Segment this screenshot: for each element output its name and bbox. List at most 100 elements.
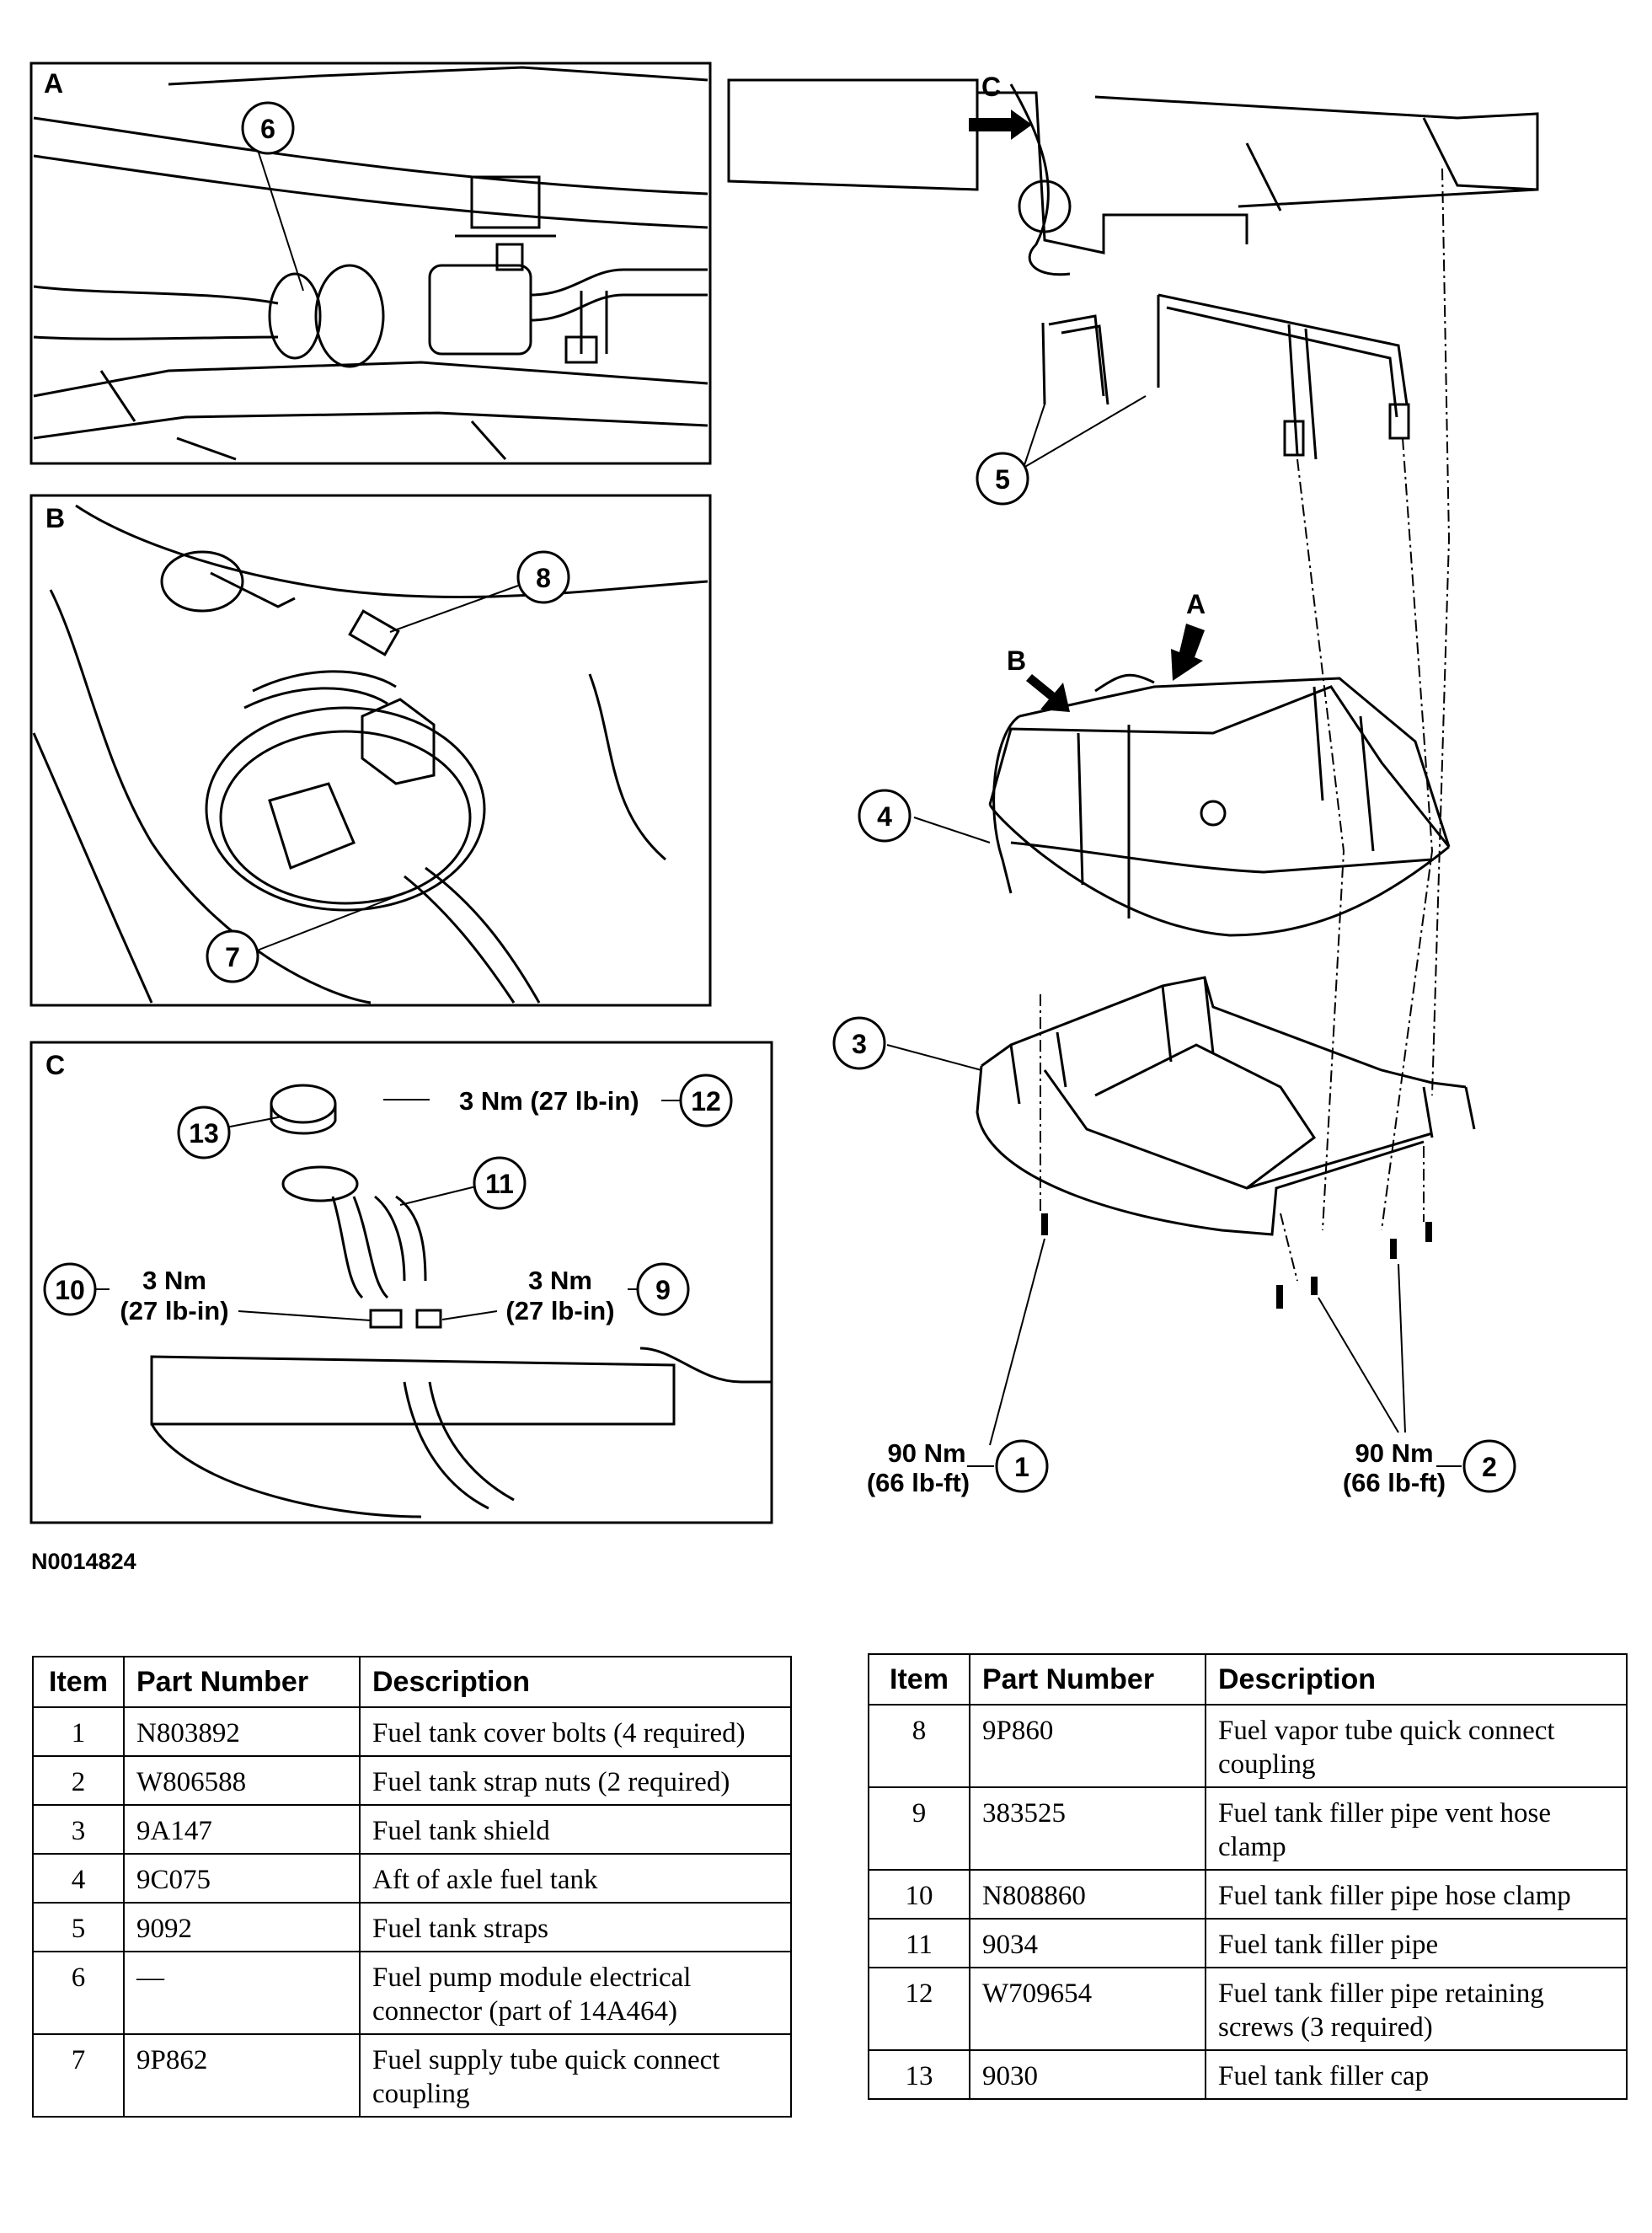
cell-item: 13 bbox=[868, 2049, 970, 2100]
leader-5 bbox=[1023, 395, 1147, 469]
filler-pipe-drawing bbox=[150, 1084, 771, 1518]
cell-item: 6 bbox=[32, 1951, 125, 2035]
leader-6 bbox=[256, 147, 304, 292]
view-c-letter: C bbox=[45, 1050, 65, 1080]
header-item: Item bbox=[868, 1653, 970, 1706]
callout-11: 11 bbox=[473, 1156, 527, 1210]
cell-part-number: N808860 bbox=[969, 1869, 1206, 1920]
torque-1-line1: 90 Nm bbox=[887, 1438, 965, 1468]
table-row: 13 9030 Fuel tank filler cap bbox=[868, 2049, 1628, 2100]
svg-text:11: 11 bbox=[485, 1169, 514, 1199]
view-a-frame bbox=[29, 62, 712, 465]
cell-part-number: — bbox=[123, 1951, 361, 2035]
arrow-b-label: B bbox=[1007, 645, 1026, 676]
callout-1: 1 bbox=[995, 1439, 1049, 1493]
table-row: 4 9C075 Aft of axle fuel tank bbox=[32, 1853, 792, 1904]
cell-description: Fuel tank shield bbox=[359, 1804, 792, 1855]
cell-part-number: W709654 bbox=[969, 1967, 1206, 2051]
figure-id: N0014824 bbox=[31, 1549, 136, 1574]
torque-2-line1: 90 Nm bbox=[1355, 1438, 1433, 1468]
parts-table-left: Item Part Number Description 1 N803892 F… bbox=[32, 1656, 792, 2118]
table-row: 12 W709654 Fuel tank filler pipe retaini… bbox=[868, 1967, 1628, 2051]
svg-text:8: 8 bbox=[536, 563, 551, 593]
parts-table-right: Item Part Number Description 8 9P860 Fue… bbox=[868, 1653, 1628, 2100]
torque-10-line1: 3 Nm bbox=[142, 1266, 206, 1295]
header-description: Description bbox=[1205, 1653, 1628, 1706]
cell-description: Fuel tank cover bolts (4 required) bbox=[359, 1706, 792, 1757]
svg-text:9: 9 bbox=[655, 1275, 671, 1305]
cell-item: 5 bbox=[32, 1902, 125, 1952]
svg-text:13: 13 bbox=[189, 1118, 219, 1149]
callout-7: 7 bbox=[206, 929, 259, 983]
cell-description: Fuel tank filler pipe hose clamp bbox=[1205, 1869, 1628, 1920]
cell-part-number: W806588 bbox=[123, 1755, 361, 1806]
cell-part-number: 9P860 bbox=[969, 1704, 1206, 1788]
leader-2b bbox=[1398, 1263, 1406, 1433]
svg-text:5: 5 bbox=[995, 464, 1010, 495]
cell-part-number: 9P862 bbox=[123, 2033, 361, 2118]
cell-description: Fuel vapor tube quick connect coupling bbox=[1205, 1704, 1628, 1788]
leader-1 bbox=[989, 1238, 1045, 1446]
svg-text:3: 3 bbox=[852, 1029, 867, 1059]
cell-description: Fuel tank filler pipe vent hose clamp bbox=[1205, 1786, 1628, 1871]
cell-part-number: 9A147 bbox=[123, 1804, 361, 1855]
leader-8 bbox=[389, 585, 519, 633]
torque-10-line2: (27 lb-in) bbox=[120, 1296, 228, 1325]
cell-item: 12 bbox=[868, 1967, 970, 2051]
table-header-row: Item Part Number Description bbox=[32, 1656, 792, 1708]
cell-part-number: N803892 bbox=[123, 1706, 361, 1757]
arrow-b bbox=[1026, 674, 1070, 712]
svg-text:6: 6 bbox=[260, 114, 275, 144]
main-view: C 5 B bbox=[727, 72, 1539, 1497]
torque-9-line2: (27 lb-in) bbox=[505, 1296, 614, 1325]
view-a-letter: A bbox=[44, 68, 63, 99]
cell-description: Fuel tank filler pipe bbox=[1205, 1918, 1628, 1968]
cell-description: Fuel tank filler pipe retaining screws (… bbox=[1205, 1967, 1628, 2051]
cell-part-number: 383525 bbox=[969, 1786, 1206, 1871]
table-row: 3 9A147 Fuel tank shield bbox=[32, 1804, 792, 1855]
cell-description: Aft of axle fuel tank bbox=[359, 1853, 792, 1904]
torque-1-line2: (66 lb-ft) bbox=[867, 1468, 970, 1497]
table-row: 10 N808860 Fuel tank filler pipe hose cl… bbox=[868, 1869, 1628, 1920]
fuel-tank-shield-drawing bbox=[976, 976, 1476, 1236]
header-part-number: Part Number bbox=[123, 1656, 361, 1708]
table-row: 1 N803892 Fuel tank cover bolts (4 requi… bbox=[32, 1706, 792, 1757]
fuel-tank-straps-drawing bbox=[1041, 293, 1410, 460]
table-row: 11 9034 Fuel tank filler pipe bbox=[868, 1918, 1628, 1968]
table-row: 6 — Fuel pump module electrical connecto… bbox=[32, 1951, 792, 2035]
cell-part-number: 9034 bbox=[969, 1918, 1206, 1968]
callout-12: 12 bbox=[679, 1074, 733, 1127]
arrow-a bbox=[1171, 624, 1205, 681]
torque-12: 3 Nm (27 lb-in) bbox=[459, 1086, 639, 1116]
frame-crossmember-drawing bbox=[727, 78, 1539, 276]
leader-10 bbox=[238, 1310, 372, 1321]
arrow-c bbox=[969, 110, 1032, 140]
svg-text:1: 1 bbox=[1014, 1452, 1029, 1482]
view-b-letter: B bbox=[45, 503, 65, 533]
cell-description: Fuel pump module electrical connector (p… bbox=[359, 1951, 792, 2035]
leader-4 bbox=[913, 817, 991, 843]
cell-item: 2 bbox=[32, 1755, 125, 1806]
header-part-number: Part Number bbox=[969, 1653, 1206, 1706]
svg-text:7: 7 bbox=[225, 942, 240, 972]
cell-description: Fuel tank straps bbox=[359, 1902, 792, 1952]
header-description: Description bbox=[359, 1656, 792, 1708]
bolts bbox=[1041, 1213, 1432, 1309]
cell-item: 3 bbox=[32, 1804, 125, 1855]
callout-3: 3 bbox=[832, 1016, 886, 1070]
table-header-row: Item Part Number Description bbox=[868, 1653, 1628, 1706]
cell-item: 1 bbox=[32, 1706, 125, 1757]
cell-description: Fuel tank strap nuts (2 required) bbox=[359, 1755, 792, 1806]
callout-5: 5 bbox=[976, 452, 1029, 506]
table-row: 5 9092 Fuel tank straps bbox=[32, 1902, 792, 1952]
svg-text:10: 10 bbox=[55, 1275, 85, 1305]
view-c-frame bbox=[29, 1041, 773, 1524]
arrow-a-label: A bbox=[1186, 589, 1206, 619]
leader-3 bbox=[886, 1044, 982, 1071]
torque-2-line2: (66 lb-ft) bbox=[1343, 1468, 1446, 1497]
exploded-diagram: A 6 B bbox=[29, 62, 1539, 1524]
arrow-c-label: C bbox=[981, 72, 1001, 102]
callout-2: 2 bbox=[1462, 1439, 1516, 1493]
cell-item: 9 bbox=[868, 1786, 970, 1871]
cell-description: Fuel supply tube quick connect coupling bbox=[359, 2033, 792, 2118]
